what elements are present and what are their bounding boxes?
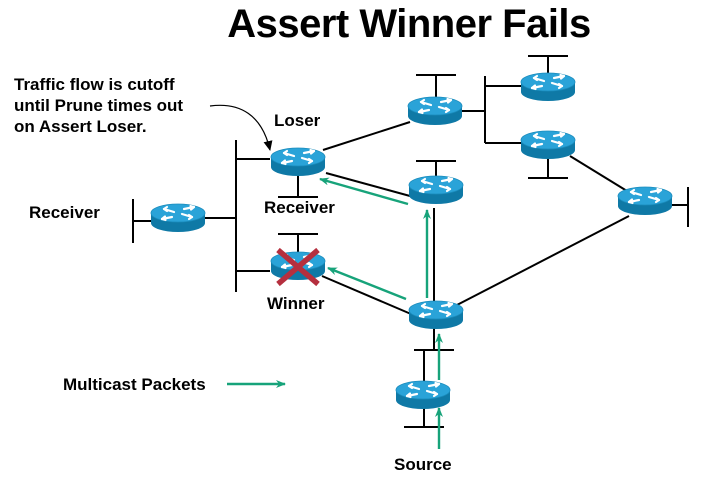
multicast-arrow-hub-winner — [327, 266, 407, 301]
link-hub-right — [454, 215, 630, 307]
winner-label: Winner — [267, 294, 325, 313]
link-winner-hub — [321, 275, 412, 315]
link-loser-top — [322, 121, 411, 151]
multicast-arrow-middle-loser — [319, 177, 409, 206]
right-router-icon[interactable] — [616, 185, 674, 217]
receiver-left-label: Receiver — [29, 203, 100, 222]
receiver-loser-label: Receiver — [264, 198, 335, 217]
annotation-text: Traffic flow is cutoff until Prune times… — [14, 75, 184, 136]
loser-router-icon[interactable] — [269, 146, 327, 178]
top-router-icon[interactable] — [406, 95, 464, 127]
page-title: Assert Winner Fails — [227, 2, 591, 46]
source-router-icon[interactable] — [394, 379, 452, 411]
multicast-flows — [227, 177, 443, 449]
link-tr2-right — [569, 155, 628, 192]
top-right-router-1-icon[interactable] — [519, 71, 577, 103]
failure-x-icon — [276, 247, 320, 287]
top-right-router-2-icon[interactable] — [519, 129, 577, 161]
legend-multicast-label: Multicast Packets — [63, 375, 206, 394]
middle-router-icon[interactable] — [407, 174, 465, 206]
receiver-router-icon[interactable] — [149, 202, 207, 234]
link-loser-middle — [325, 172, 411, 197]
source-label: Source — [394, 455, 452, 474]
annotation-pointer-arrow — [209, 104, 273, 151]
hub-router-icon[interactable] — [407, 299, 465, 331]
loser-label: Loser — [274, 111, 321, 130]
